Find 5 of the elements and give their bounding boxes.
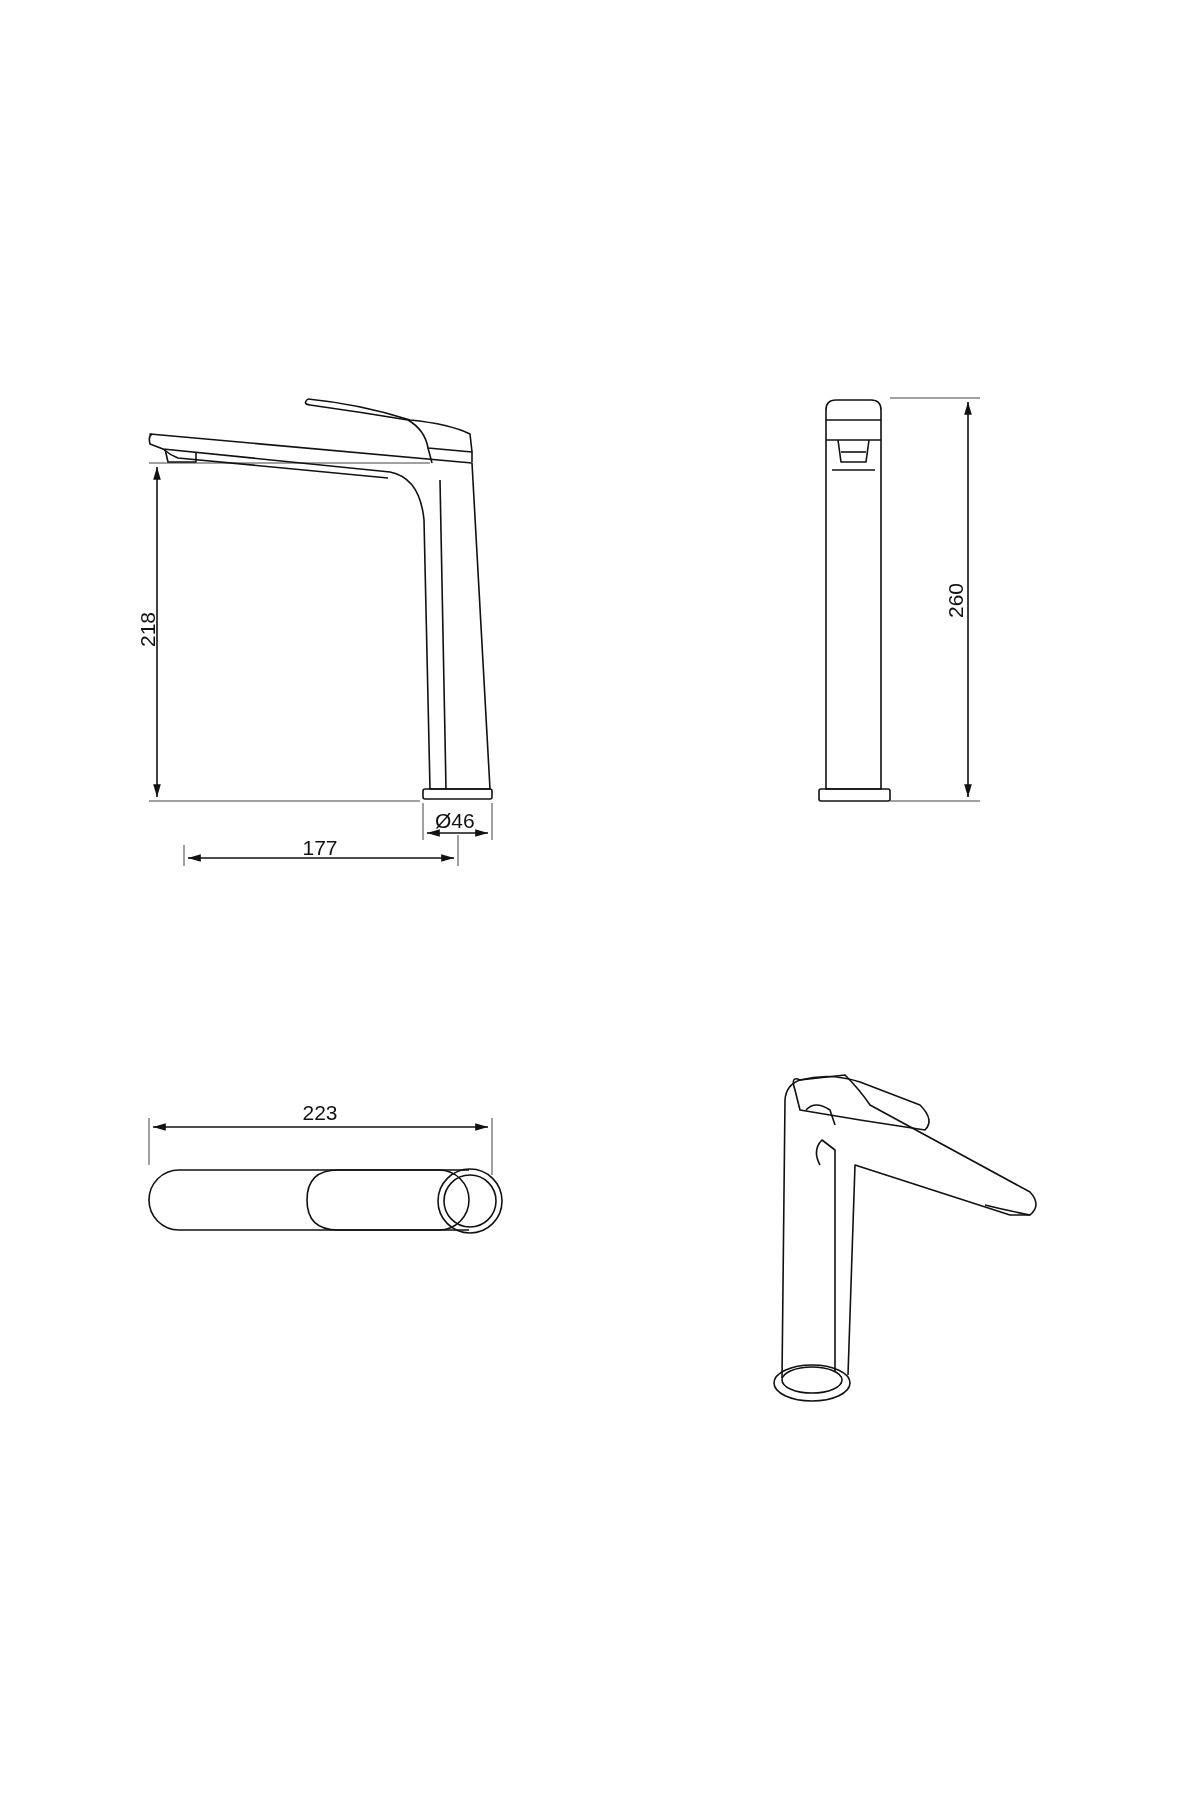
dimension-value: Ø46 [435, 809, 475, 831]
dimension-value: 223 [302, 1101, 338, 1123]
dimension-value: 218 [136, 611, 158, 647]
dimension-value: 260 [944, 582, 966, 618]
dimension-value: 177 [302, 836, 338, 858]
